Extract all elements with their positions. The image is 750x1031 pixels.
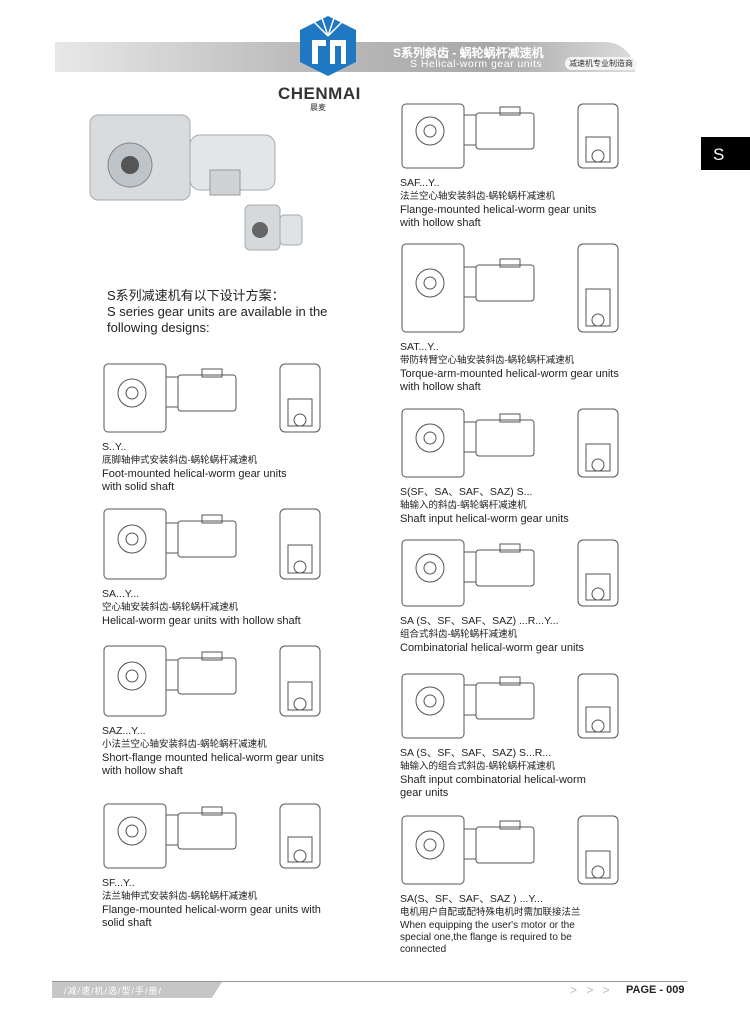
design-sf-y: SF...Y.. 法兰轴伸式安装斜齿-蜗轮蜗杆减速机 Flange-mounte…: [102, 800, 442, 930]
gear-unit-drawing: [103, 803, 321, 869]
gear-unit-drawing: [401, 539, 619, 607]
page-number: PAGE - 009: [626, 984, 685, 996]
design-sa-y: SA...Y... 空心轴安装斜齿-蜗轮蜗杆减速机 Helical-worm g…: [102, 505, 442, 628]
header-slogan: 减速机专业制造商: [565, 57, 637, 70]
design-name-en: Helical-worm gear units with hollow shaf…: [102, 615, 301, 627]
design-name-zh: 带防转臂空心轴安装斜齿-蜗轮蜗杆减速机: [400, 355, 575, 366]
design-code: SF...Y..: [102, 877, 135, 889]
footer-arrows: > > >: [570, 983, 613, 997]
design-name-en: with hollow shaft: [400, 381, 481, 393]
design-s-y: S..Y.. 底脚轴伸式安装斜齿-蜗轮蜗杆减速机 Foot-mounted he…: [102, 360, 442, 494]
design-code: SA (S、SF、SAF、SAZ) ...R...Y...: [400, 615, 559, 627]
section-tab[interactable]: S: [701, 137, 750, 170]
header-title-zh: S系列斜齿 - 蜗轮蜗杆减速机: [393, 46, 544, 60]
design-name-en: Shaft input helical-worm gear units: [400, 513, 569, 525]
design-name-en: solid shaft: [102, 917, 152, 929]
design-code: SAF...Y..: [400, 177, 440, 189]
design-shaft-input: S(SF、SA、SAF、SAZ) S... 轴输入的斜齿-蜗轮蜗杆减速机 Sha…: [400, 405, 740, 526]
design-name-en: Combinatorial helical-worm gear units: [400, 642, 585, 654]
design-name-en: Flange-mounted helical-worm gear units: [400, 204, 597, 216]
design-code: SAT...Y..: [400, 341, 439, 353]
design-name-zh: 法兰空心轴安装斜齿-蜗轮蜗杆减速机: [400, 191, 556, 202]
footer-divider: [52, 981, 687, 982]
gear-unit-drawing: [103, 508, 321, 580]
gear-unit-drawing: [401, 103, 619, 169]
design-name-en: connected: [400, 944, 447, 955]
design-name-en: Shaft input combinatorial helical-worm: [400, 774, 586, 786]
design-code: SAZ...Y...: [102, 725, 146, 737]
design-code: S..Y..: [102, 441, 127, 453]
design-name-en: When equipping the user's motor or the: [400, 920, 575, 931]
design-name-en: Flange-mounted helical-worm gear units w…: [102, 904, 321, 916]
design-sat-y: SAT...Y.. 带防转臂空心轴安装斜齿-蜗轮蜗杆减速机 Torque-arm…: [400, 240, 740, 394]
design-name-zh: 电机用户自配或配特殊电机时需加联接法兰: [400, 907, 581, 918]
intro-en-1: S series gear units are available in the: [107, 304, 328, 319]
design-name-en: Foot-mounted helical-worm gear units: [102, 468, 287, 480]
footer-manual-label: /减/速/机/选/型/手/册/: [52, 982, 222, 998]
design-saz-y: SAZ...Y... 小法兰空心轴安装斜齿-蜗轮蜗杆减速机 Short-flan…: [102, 642, 442, 778]
design-name-zh: 组合式斜齿-蜗轮蜗杆减速机: [400, 629, 518, 640]
brand-subtitle: 晨麦: [310, 103, 326, 112]
gear-unit-drawing: [401, 408, 619, 478]
design-code: SA (S、SF、SAF、SAZ) S...R...: [400, 747, 552, 759]
design-name-zh: 轴输入的组合式斜齿-蜗轮蜗杆减速机: [400, 761, 556, 772]
design-name-en: with solid shaft: [102, 481, 175, 493]
gear-unit-drawing: [103, 645, 321, 717]
design-name-en: special one,the flange is required to be: [400, 932, 572, 943]
gear-unit-drawing: [401, 673, 619, 739]
design-name-zh: 底脚轴伸式安装斜齿-蜗轮蜗杆减速机: [102, 455, 258, 466]
design-combinatorial: SA (S、SF、SAF、SAZ) ...R...Y... 组合式斜齿-蜗轮蜗杆…: [400, 536, 740, 655]
header-title-en: S Helical-worm gear units: [410, 58, 543, 70]
product-photo: [89, 114, 303, 251]
chenmai-logo: [300, 16, 356, 76]
design-user-motor: SA(S、SF、SAF、SAZ ) ...Y... 电机用户自配或配特殊电机时需…: [400, 812, 740, 956]
design-name-en: gear units: [400, 787, 449, 799]
design-name-en: Torque-arm-mounted helical-worm gear uni…: [400, 368, 619, 380]
intro-zh: S系列减速机有以下设计方案：: [107, 288, 285, 303]
design-name-en: with hollow shaft: [102, 765, 183, 777]
design-name-zh: 轴输入的斜齿-蜗轮蜗杆减速机: [400, 500, 527, 511]
gear-unit-drawing: [401, 243, 619, 333]
design-name-zh: 空心轴安装斜齿-蜗轮蜗杆减速机: [102, 602, 239, 613]
intro-en-2: following designs:: [107, 320, 210, 335]
design-code: S(SF、SA、SAF、SAZ) S...: [400, 486, 533, 498]
gear-unit-drawing: [401, 815, 619, 885]
design-code: SA...Y...: [102, 588, 140, 600]
design-shaft-input-combinatorial: SA (S、SF、SAF、SAZ) S...R... 轴输入的组合式斜齿-蜗轮蜗…: [400, 670, 740, 800]
design-name-en: Short-flange mounted helical-worm gear u…: [102, 752, 324, 764]
gear-unit-drawing: [103, 363, 321, 433]
intro-text: S系列减速机有以下设计方案： S series gear units are a…: [107, 288, 327, 336]
design-saf-y: SAF...Y.. 法兰空心轴安装斜齿-蜗轮蜗杆减速机 Flange-mount…: [400, 100, 740, 230]
design-name-zh: 法兰轴伸式安装斜齿-蜗轮蜗杆减速机: [102, 891, 258, 902]
design-name-en: with hollow shaft: [400, 217, 481, 229]
design-name-zh: 小法兰空心轴安装斜齿-蜗轮蜗杆减速机: [102, 739, 267, 750]
brand-name: CHENMAI: [278, 84, 361, 103]
design-code: SA(S、SF、SAF、SAZ ) ...Y...: [400, 893, 543, 905]
